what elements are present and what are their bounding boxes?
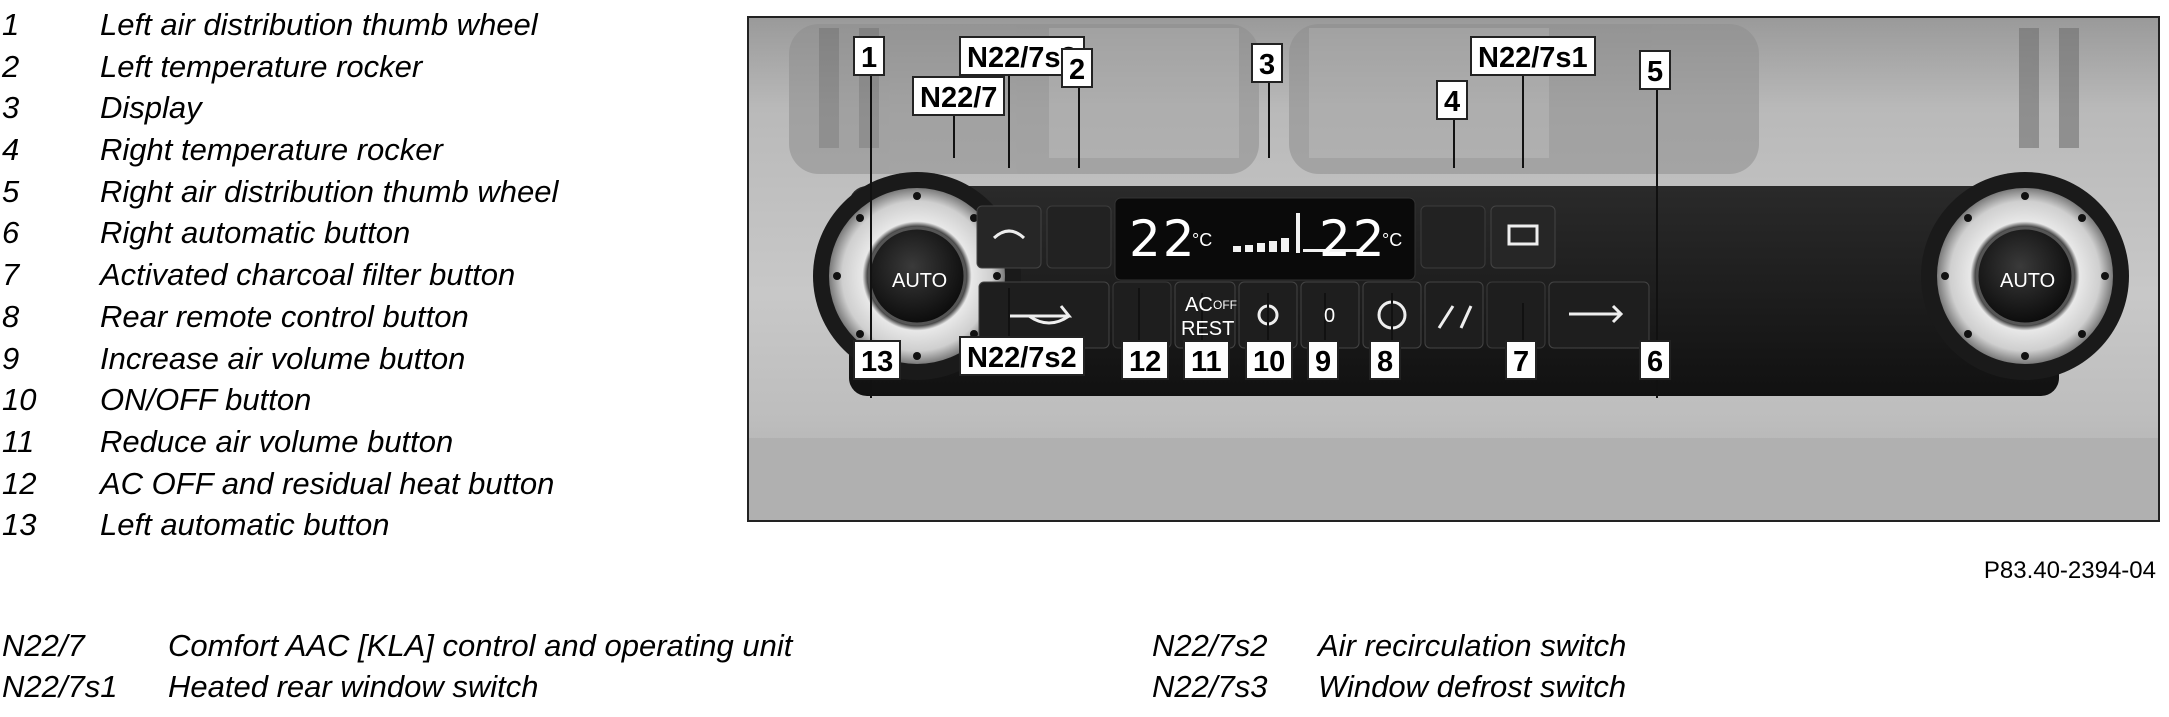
display-right-temp: 22 (1319, 210, 1387, 268)
callout-13: 13 (853, 340, 902, 380)
component-code: N22/7s1 (2, 669, 118, 704)
legend-row: 10 ON/OFF button (0, 379, 720, 421)
knob-ticks (833, 192, 2109, 360)
right-temperature-rocker[interactable] (1420, 205, 1486, 269)
control-panel-photo: AUTO AUTO 22 °C 22 °C AC OFF REST 0 1 N2… (747, 16, 2160, 522)
legend-number: 3 (2, 90, 20, 126)
callout-n22-7: N22/7 (912, 76, 1006, 116)
legend-number: 13 (2, 507, 37, 543)
legend-text: AC OFF and residual heat button (100, 465, 555, 501)
component-desc: Comfort AAC [KLA] control and operating … (168, 628, 793, 663)
figure-reference: P83.40-2394-04 (1983, 557, 2156, 584)
lower-trim (749, 438, 2158, 520)
display-bargraph (1233, 213, 1363, 253)
rear-window-heater-icon (1507, 224, 1539, 246)
legend-row: 8 Rear remote control button (0, 296, 720, 338)
legend-text: Left air distribution thumb wheel (100, 7, 538, 42)
legend-row: 1 Left air distribution thumb wheel (0, 4, 720, 46)
legend-row: 13 Left automatic button (0, 504, 720, 546)
callout-11: 11 (1183, 340, 1230, 380)
legend-number: 9 (2, 340, 20, 376)
component-code: N22/7 (2, 628, 85, 663)
right-knob-auto-label: AUTO (2000, 270, 2056, 292)
right-automatic-button[interactable] (1975, 226, 2075, 326)
legend-text: Activated charcoal filter button (100, 257, 516, 293)
callout-6: 6 (1639, 340, 1672, 380)
rear-seat-icon (1437, 305, 1473, 329)
charcoal-filter-icon (1569, 304, 1624, 324)
callout-5: 5 (1639, 50, 1672, 90)
left-automatic-button[interactable] (867, 226, 967, 326)
right-lower-blank (1486, 281, 1546, 349)
rest-label: REST (1181, 318, 1235, 340)
legend-number: 12 (2, 465, 37, 501)
component-desc: Heated rear window switch (168, 669, 539, 704)
legend-text: Display (100, 90, 202, 126)
legend-text: ON/OFF button (100, 382, 312, 418)
callout-9: 9 (1307, 340, 1340, 380)
callout-10: 10 (1245, 340, 1294, 380)
component-desc: Air recirculation switch (1318, 628, 1627, 663)
legend-text: Rear remote control button (100, 298, 469, 334)
left-knob-auto-label: AUTO (892, 270, 948, 292)
legend-text: Right automatic button (100, 215, 411, 251)
legend-row: 3 Display (0, 87, 720, 129)
rear-remote-control-button[interactable] (1424, 281, 1484, 349)
vent-grille-right (1289, 24, 2079, 174)
legend-number: 11 (2, 423, 35, 459)
legend-number: 8 (2, 298, 20, 334)
window-defrost-icon (992, 229, 1026, 240)
callout-3: 3 (1251, 43, 1284, 83)
legend-row: 2 Left temperature rocker (0, 46, 720, 88)
legend-row: 11 Reduce air volume button (0, 421, 720, 463)
callout-8: 8 (1369, 340, 1402, 380)
left-temperature-rocker[interactable] (1046, 205, 1112, 269)
component-code: N22/7s3 (1152, 669, 1268, 704)
legend-number: 7 (2, 257, 20, 293)
legend-number: 6 (2, 215, 20, 251)
legend-row: 7 Activated charcoal filter button (0, 254, 720, 296)
component-desc: Window defrost switch (1318, 669, 1627, 704)
callout-1: 1 (853, 36, 886, 76)
window-defrost-switch[interactable] (976, 205, 1042, 269)
legend-number: 5 (2, 173, 20, 209)
heated-rear-window-switch[interactable] (1490, 205, 1556, 269)
callout-n22-7s2: N22/7s2 (959, 336, 1085, 376)
callout-7: 7 (1505, 340, 1538, 380)
callout-2: 2 (1061, 48, 1094, 88)
legend-text: Left temperature rocker (100, 48, 423, 84)
legend-number: 2 (2, 48, 20, 84)
display-left-unit: °C (1192, 230, 1213, 250)
legend-row: 5 Right air distribution thumb wheel (0, 171, 720, 213)
recirculation-icon (1009, 305, 1073, 325)
legend-text: Increase air volume button (100, 340, 466, 376)
on-off-label: 0 (1324, 305, 1336, 327)
callout-12: 12 (1121, 340, 1170, 380)
legend-text: Left automatic button (100, 507, 390, 543)
legend-row: 6 Right automatic button (0, 212, 720, 254)
legend-text: Right temperature rocker (100, 132, 443, 168)
legend-text: Right air distribution thumb wheel (100, 173, 559, 209)
legend-number: 10 (2, 382, 37, 418)
display-right-unit: °C (1382, 230, 1403, 250)
legend-number: 1 (2, 7, 20, 42)
ac-off-label: OFF (1213, 298, 1237, 312)
callout-n22-7s1: N22/7s1 (1470, 36, 1596, 76)
legend-text: Reduce air volume button (100, 423, 454, 459)
legend-number: 4 (2, 132, 20, 168)
legend-row: 9 Increase air volume button (0, 338, 720, 380)
left-lower-blank (1112, 281, 1172, 349)
legend-row: 4 Right temperature rocker (0, 129, 720, 171)
legend-row: 12 AC OFF and residual heat button (0, 463, 720, 505)
ac-label: AC (1185, 294, 1213, 316)
display-left-temp: 22 (1129, 210, 1197, 268)
component-code: N22/7s2 (1152, 628, 1268, 663)
callout-4: 4 (1436, 80, 1469, 120)
display (1114, 197, 1416, 281)
